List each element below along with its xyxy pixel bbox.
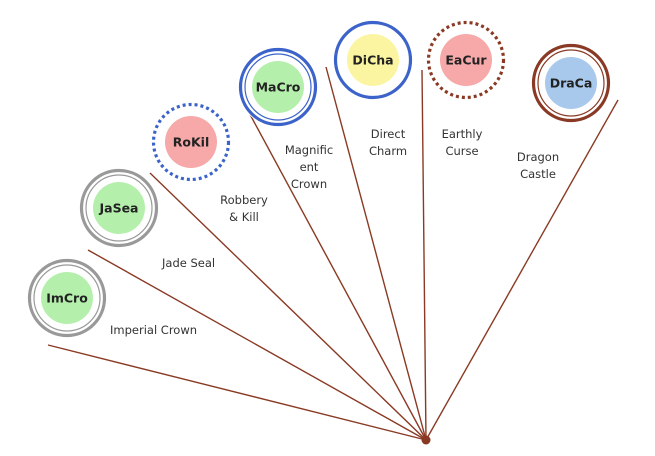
node-draca[interactable]: DraCa xyxy=(531,43,611,123)
inner-ring xyxy=(33,264,101,332)
dotted-ring xyxy=(426,20,506,100)
node-abbr: MaCro xyxy=(256,80,301,95)
outer-ring xyxy=(27,258,107,338)
node-abbr: RoKil xyxy=(173,135,209,150)
label-line: Crown xyxy=(291,177,327,191)
spoke-jasea xyxy=(87,249,427,441)
label-imcro: Imperial Crown xyxy=(110,323,197,337)
spokes xyxy=(47,66,619,441)
label-line: Jade Seal xyxy=(161,256,215,270)
outer-ring xyxy=(238,47,318,127)
spoke-dicha xyxy=(325,66,427,441)
node-dicha[interactable]: DiCha xyxy=(333,20,413,100)
inner-ring xyxy=(244,53,312,121)
label-line: Dragon xyxy=(517,150,559,164)
outer-ring xyxy=(531,43,611,123)
label-line: Robbery xyxy=(220,193,268,207)
spoke-draca xyxy=(425,99,619,441)
spoke-rokil xyxy=(149,172,427,441)
dotted-ring xyxy=(151,102,231,182)
label-line: Magnific xyxy=(285,143,333,157)
node-disk xyxy=(347,34,399,86)
spoke-macro xyxy=(245,106,427,441)
node-disk xyxy=(41,272,93,324)
node-jasea[interactable]: JaSea xyxy=(79,168,159,248)
spoke-imcro xyxy=(47,344,427,441)
label-line: & Kill xyxy=(229,210,259,224)
node-abbr: ImCro xyxy=(46,291,88,306)
label-line: ent xyxy=(300,160,319,174)
labels: Imperial Crown Jade Seal Robbery & Kill Magn… xyxy=(110,127,559,337)
node-macro[interactable]: MaCro xyxy=(238,47,318,127)
node-disk xyxy=(545,57,597,109)
node-disk xyxy=(93,182,145,234)
label-line: Imperial Crown xyxy=(110,323,197,337)
outer-ring xyxy=(79,168,159,248)
node-imcro[interactable]: ImCro xyxy=(27,258,107,338)
solid-ring xyxy=(333,20,413,100)
label-line: Direct xyxy=(371,127,406,141)
label-line: Castle xyxy=(520,167,556,181)
node-disk xyxy=(440,34,492,86)
label-rokil: Robbery & Kill xyxy=(220,193,268,224)
label-jasea: Jade Seal xyxy=(161,256,215,270)
node-abbr: EaCur xyxy=(445,53,487,68)
node-disk xyxy=(252,61,304,113)
label-line: Curse xyxy=(445,144,478,158)
label-line: Charm xyxy=(369,144,407,158)
label-line: Earthly xyxy=(442,127,483,141)
node-abbr: JaSea xyxy=(98,201,138,216)
hub-point xyxy=(421,435,431,445)
node-disk xyxy=(165,116,217,168)
node-eacur[interactable]: EaCur xyxy=(426,20,506,100)
node-rokil[interactable]: RoKil xyxy=(151,102,231,182)
inner-ring xyxy=(537,49,605,117)
spoke-eacur xyxy=(421,69,427,441)
inner-ring xyxy=(85,174,153,242)
node-abbr: DraCa xyxy=(550,76,593,91)
node-abbr: DiCha xyxy=(352,53,393,68)
